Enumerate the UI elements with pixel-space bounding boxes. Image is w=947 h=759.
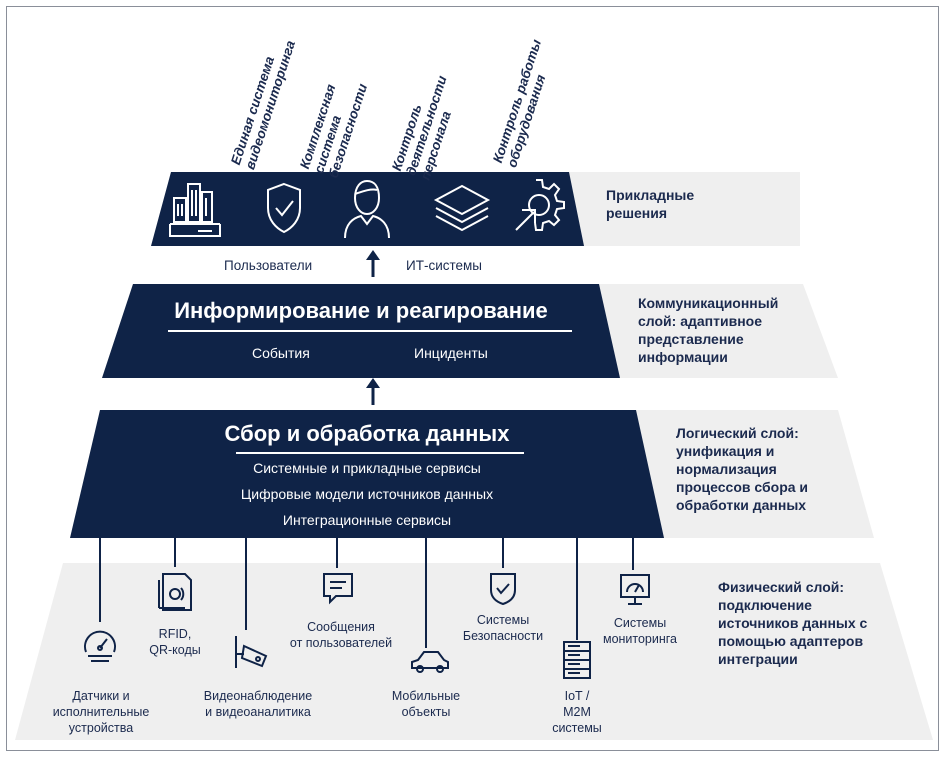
gauge-icon: [84, 630, 116, 662]
source-label-monitoring: Системы мониторинга: [602, 616, 678, 646]
server-icon: [563, 641, 591, 679]
message-icon: [323, 573, 353, 605]
person-icon: [344, 179, 390, 239]
communication-layer-title: Информирование и реагирование: [174, 298, 548, 323]
communication-item-events: События: [252, 345, 310, 361]
logic-layer-title: Сбор и обработка данных: [224, 421, 510, 446]
logic-line-digital-models: Цифровые модели источников данных: [240, 486, 494, 502]
rfid-card-icon: [158, 573, 192, 611]
city-server-icon: [169, 183, 221, 237]
flow-label-it-systems: ИТ-системы: [406, 258, 483, 273]
logic-layer-label: Логический слой: унификация и нормализац…: [676, 425, 809, 513]
monitor-gauge-icon: [620, 574, 650, 605]
physical-band: [15, 563, 933, 740]
shield-check-icon: [490, 573, 516, 606]
source-label-video: Видеонаблюдение и видеоаналитика: [203, 689, 313, 719]
communication-item-incidents: Инциденты: [414, 345, 488, 361]
gear-arrow-icon: [515, 179, 565, 231]
up-arrow-top: [366, 250, 380, 277]
layers-icon: [433, 184, 491, 232]
camera-icon: [235, 636, 268, 668]
physical-layer-label: Физический слой: подключение источников …: [718, 579, 868, 667]
source-label-mobile: Мобильные объекты: [391, 689, 461, 719]
diagram-frame: [6, 6, 939, 751]
source-label-rfid: RFID, QR-коды: [149, 627, 201, 657]
source-connectors: [99, 538, 634, 648]
applications-bar: [151, 172, 584, 246]
source-label-security: Системы Безопасности: [462, 613, 544, 643]
logic-trapezoid: [70, 410, 664, 538]
source-label-messages: Сообщения от пользователей: [289, 620, 393, 650]
top-layer-label: Прикладные решения: [606, 187, 695, 221]
flow-label-users: Пользователи: [224, 258, 313, 273]
shield-icon: [267, 182, 301, 234]
source-label-iot: IoT / M2M системы: [552, 689, 602, 735]
car-icon: [411, 651, 449, 673]
communication-title-underline: [168, 330, 572, 332]
logic-line-integration: Интеграционные сервисы: [282, 512, 452, 528]
up-arrow-middle: [366, 378, 380, 405]
communication-layer-label: Коммуникационный слой: адаптивное предст…: [638, 295, 779, 365]
logic-line-services: Системные и прикладные сервисы: [253, 460, 481, 476]
logic-title-underline: [236, 452, 524, 454]
source-label-sensors: Датчики и исполнительные устройства: [52, 689, 150, 735]
